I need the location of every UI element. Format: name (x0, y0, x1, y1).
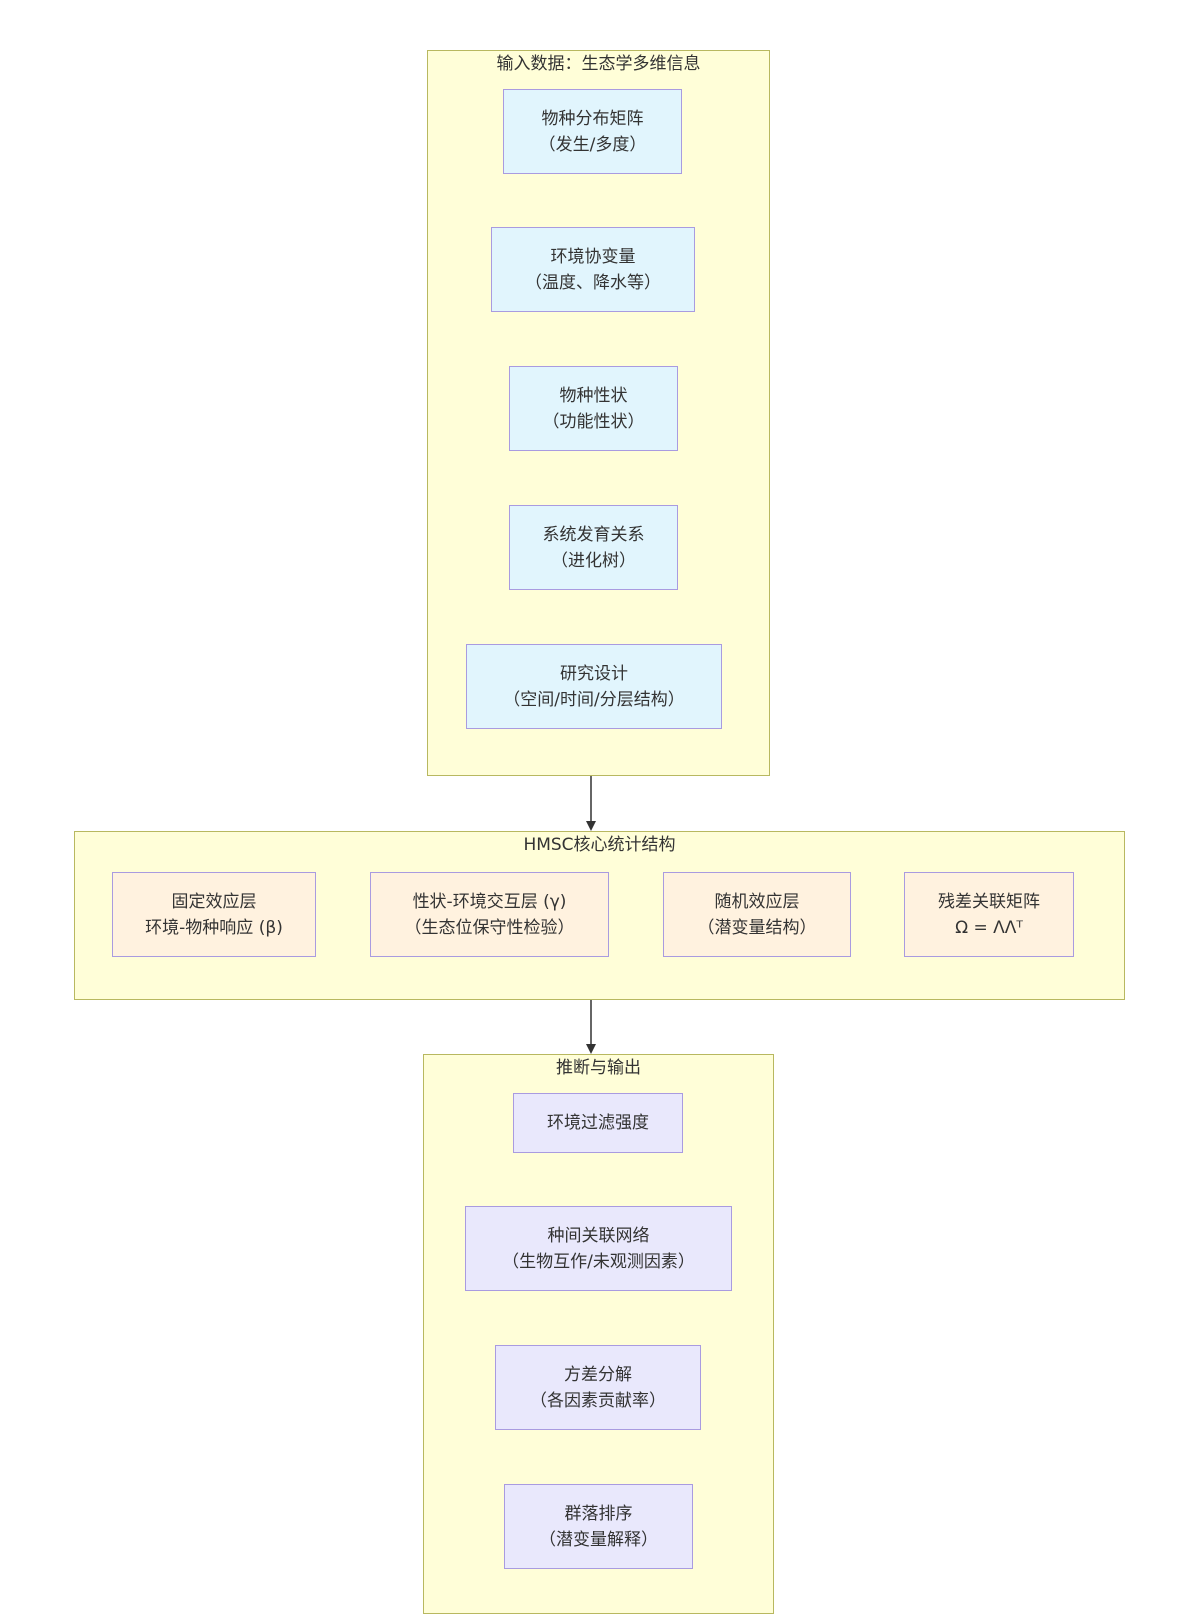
node-sublabel: Ω = ΛΛᵀ (955, 917, 1023, 938)
node-phylogeny[interactable]: 系统发育关系 （进化树） (509, 505, 678, 590)
node-label: 物种分布矩阵 (541, 108, 644, 129)
node-sublabel: （功能性状） (542, 411, 645, 432)
node-sublabel: （空间/时间/分层结构） (503, 689, 685, 710)
node-sublabel: （各因素贡献率） (530, 1390, 666, 1411)
node-sublabel: （生物互作/未观测因素） (502, 1251, 695, 1272)
node-sublabel: （生态位保守性检验） (404, 917, 575, 938)
node-label: 固定效应层 (171, 891, 257, 912)
node-sublabel: （潜变量解释） (539, 1529, 658, 1550)
node-label: 残差关联矩阵 (938, 891, 1040, 912)
node-label: 群落排序 (564, 1503, 633, 1524)
node-variance-partitioning[interactable]: 方差分解 （各因素贡献率） (495, 1345, 701, 1430)
node-label: 环境协变量 (550, 246, 636, 267)
node-species-traits[interactable]: 物种性状 （功能性状） (509, 366, 678, 451)
node-label: 性状-环境交互层 (γ) (412, 891, 567, 912)
node-community-ordination[interactable]: 群落排序 （潜变量解释） (504, 1484, 693, 1569)
node-environmental-covariates[interactable]: 环境协变量 （温度、降水等） (491, 227, 695, 312)
node-label: 研究设计 (560, 663, 628, 684)
node-label: 环境过滤强度 (547, 1113, 649, 1133)
node-residual-association-matrix[interactable]: 残差关联矩阵 Ω = ΛΛᵀ (904, 872, 1074, 957)
node-fixed-effects[interactable]: 固定效应层 环境-物种响应 (β) (112, 872, 316, 957)
node-sublabel: （发生/多度） (538, 134, 647, 155)
inference-output-group: 推断与输出 环境过滤强度 种间关联网络 （生物互作/未观测因素） 方差分解 （各… (423, 1054, 774, 1614)
node-label: 随机效应层 (714, 891, 800, 912)
hmsc-core-group: HMSC核心统计结构 固定效应层 环境-物种响应 (β) 性状-环境交互层 (γ… (74, 831, 1125, 1000)
node-environmental-filtering[interactable]: 环境过滤强度 (513, 1093, 683, 1153)
node-label: 方差分解 (564, 1364, 632, 1385)
node-species-association-network[interactable]: 种间关联网络 （生物互作/未观测因素） (465, 1206, 732, 1291)
node-random-effects[interactable]: 随机效应层 （潜变量结构） (663, 872, 851, 957)
node-sublabel: 环境-物种响应 (β) (145, 917, 283, 938)
output-group-title: 推断与输出 (556, 1058, 641, 1078)
node-species-distribution-matrix[interactable]: 物种分布矩阵 （发生/多度） (503, 89, 682, 174)
node-sublabel: （进化树） (551, 550, 636, 571)
node-study-design[interactable]: 研究设计 （空间/时间/分层结构） (466, 644, 722, 729)
input-data-group: 输入数据：生态学多维信息 物种分布矩阵 （发生/多度） 环境协变量 （温度、降水… (427, 50, 770, 776)
node-sublabel: （温度、降水等） (525, 272, 661, 293)
node-label: 物种性状 (559, 385, 628, 406)
core-group-title: HMSC核心统计结构 (523, 835, 676, 855)
input-group-title: 输入数据：生态学多维信息 (496, 54, 701, 74)
node-sublabel: （潜变量结构） (697, 917, 817, 938)
node-label: 种间关联网络 (547, 1225, 650, 1246)
node-trait-environment-interaction[interactable]: 性状-环境交互层 (γ) （生态位保守性检验） (370, 872, 609, 957)
node-label: 系统发育关系 (542, 524, 645, 545)
